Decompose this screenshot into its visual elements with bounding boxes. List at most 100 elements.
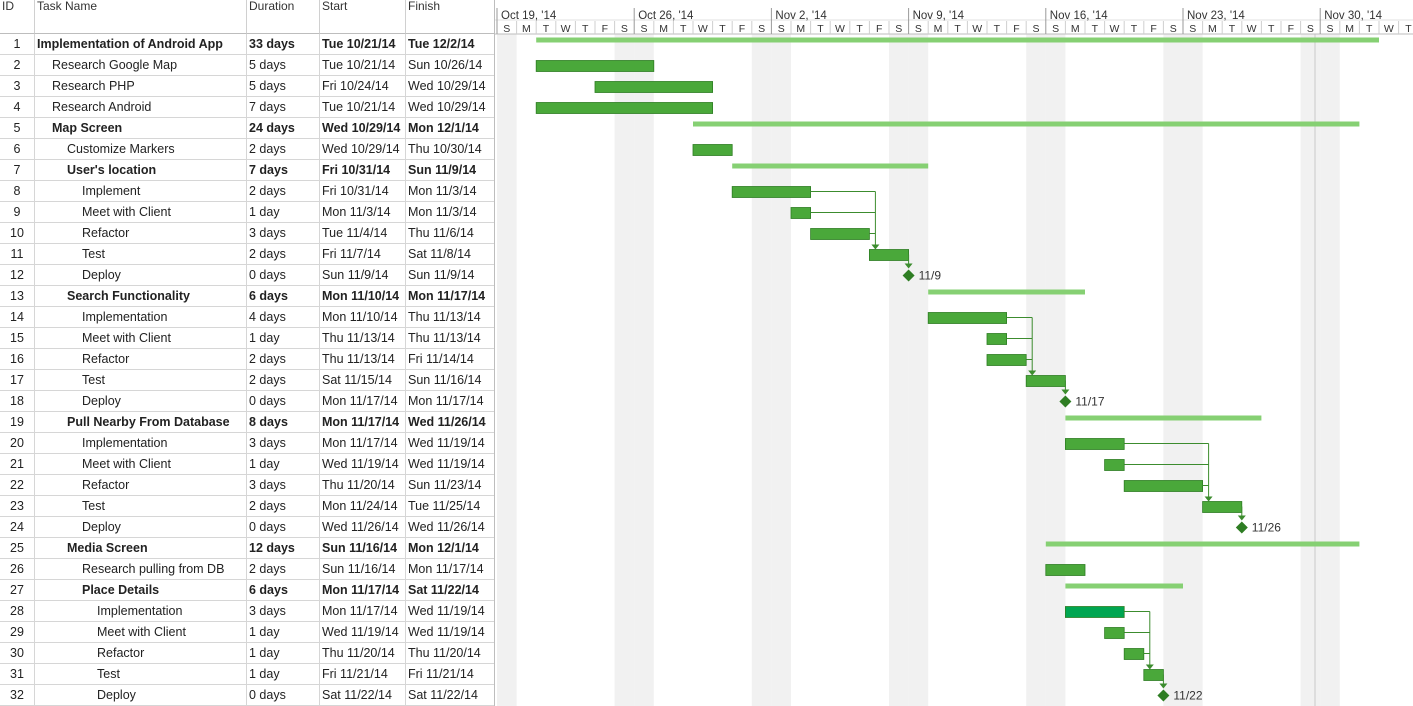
task-name-cell[interactable]: Pull Nearby From Database	[35, 412, 247, 432]
summary-bar[interactable]	[1045, 541, 1360, 547]
milestone-diamond[interactable]	[902, 269, 915, 282]
task-bar[interactable]	[1065, 438, 1125, 450]
task-finish-cell[interactable]: Thu 11/6/14	[408, 226, 474, 240]
task-id-cell[interactable]: 18	[0, 391, 35, 411]
task-bar[interactable]	[731, 186, 811, 198]
task-duration-cell[interactable]: 8 days	[247, 412, 320, 432]
task-finish-cell[interactable]: Fri 11/21/14	[408, 667, 474, 681]
task-duration-cell[interactable]: 2 days	[247, 349, 320, 369]
task-id-cell[interactable]: 32	[0, 685, 35, 705]
task-id-cell[interactable]: 10	[0, 223, 35, 243]
task-id-cell[interactable]: 15	[0, 328, 35, 348]
task-duration-cell[interactable]: 3 days	[247, 475, 320, 495]
task-start-cell[interactable]: Fri 10/31/14	[320, 160, 406, 180]
task-name-cell[interactable]: Implementation	[35, 433, 247, 453]
task-duration-cell[interactable]: 2 days	[247, 139, 320, 159]
task-duration-cell[interactable]: 0 days	[247, 391, 320, 411]
task-name-cell[interactable]: Research Google Map	[35, 55, 247, 75]
task-bar[interactable]	[1123, 648, 1145, 660]
task-start-cell[interactable]: Mon 11/24/14	[320, 496, 406, 516]
task-finish-cell[interactable]: Sun 11/16/14	[408, 373, 482, 387]
task-name-cell[interactable]: Test	[35, 244, 247, 264]
task-start-cell[interactable]: Mon 11/17/14	[320, 412, 406, 432]
task-finish-cell[interactable]: Mon 11/17/14	[408, 562, 484, 576]
task-finish-cell[interactable]: Sun 11/9/14	[408, 268, 475, 282]
task-id-cell[interactable]: 12	[0, 265, 35, 285]
task-name-cell[interactable]: Map Screen	[35, 118, 247, 138]
task-bar[interactable]	[1104, 459, 1125, 471]
task-start-cell[interactable]: Tue 11/4/14	[320, 223, 406, 243]
task-duration-cell[interactable]: 5 days	[247, 76, 320, 96]
task-id-cell[interactable]: 23	[0, 496, 35, 516]
task-name-cell[interactable]: Test	[35, 664, 247, 684]
task-id-cell[interactable]: 6	[0, 139, 35, 159]
task-duration-cell[interactable]: 4 days	[247, 307, 320, 327]
task-start-cell[interactable]: Mon 11/3/14	[320, 202, 406, 222]
task-duration-cell[interactable]: 0 days	[247, 265, 320, 285]
task-duration-cell[interactable]: 1 day	[247, 664, 320, 684]
task-duration-cell[interactable]: 1 day	[247, 643, 320, 663]
task-id-cell[interactable]: 31	[0, 664, 35, 684]
task-start-cell[interactable]: Fri 11/7/14	[320, 244, 406, 264]
task-bar[interactable]	[986, 354, 1027, 366]
summary-bar[interactable]	[693, 121, 1360, 127]
task-duration-cell[interactable]: 2 days	[247, 244, 320, 264]
task-duration-cell[interactable]: 1 day	[247, 328, 320, 348]
task-start-cell[interactable]: Thu 11/13/14	[320, 349, 406, 369]
task-duration-cell[interactable]: 0 days	[247, 685, 320, 705]
task-name-cell[interactable]: Meet with Client	[35, 454, 247, 474]
task-finish-cell[interactable]: Wed 10/29/14	[408, 79, 486, 93]
task-id-cell[interactable]: 16	[0, 349, 35, 369]
task-finish-cell[interactable]: Wed 11/19/14	[408, 436, 485, 450]
task-start-cell[interactable]: Fri 10/31/14	[320, 181, 406, 201]
task-finish-cell[interactable]: Wed 11/26/14	[408, 520, 485, 534]
task-start-cell[interactable]: Sat 11/22/14	[320, 685, 406, 705]
task-id-cell[interactable]: 26	[0, 559, 35, 579]
task-start-cell[interactable]: Fri 11/21/14	[320, 664, 406, 684]
task-finish-cell[interactable]: Mon 11/17/14	[408, 394, 484, 408]
task-finish-cell[interactable]: Sat 11/22/14	[408, 688, 478, 702]
task-name-cell[interactable]: Customize Markers	[35, 139, 247, 159]
task-finish-cell[interactable]: Fri 11/14/14	[408, 352, 474, 366]
task-id-cell[interactable]: 5	[0, 118, 35, 138]
task-id-cell[interactable]: 3	[0, 76, 35, 96]
task-id-cell[interactable]: 2	[0, 55, 35, 75]
task-duration-cell[interactable]: 3 days	[247, 433, 320, 453]
task-id-cell[interactable]: 20	[0, 433, 35, 453]
task-start-cell[interactable]: Thu 11/20/14	[320, 475, 406, 495]
task-finish-cell[interactable]: Mon 11/17/14	[408, 289, 486, 303]
task-name-cell[interactable]: Meet with Client	[35, 202, 247, 222]
task-bar[interactable]	[1104, 627, 1125, 639]
task-name-cell[interactable]: Deploy	[35, 391, 247, 411]
task-start-cell[interactable]: Mon 11/10/14	[320, 307, 406, 327]
task-id-cell[interactable]: 7	[0, 160, 35, 180]
task-start-cell[interactable]: Mon 11/17/14	[320, 391, 406, 411]
task-finish-cell[interactable]: Sun 10/26/14	[408, 58, 483, 72]
task-start-cell[interactable]: Thu 11/13/14	[320, 328, 406, 348]
task-id-cell[interactable]: 1	[0, 34, 35, 54]
task-id-cell[interactable]: 22	[0, 475, 35, 495]
task-start-cell[interactable]: Sun 11/16/14	[320, 538, 406, 558]
task-name-cell[interactable]: User's location	[35, 160, 247, 180]
task-id-cell[interactable]: 28	[0, 601, 35, 621]
task-start-cell[interactable]: Sat 11/15/14	[320, 370, 406, 390]
task-duration-cell[interactable]: 12 days	[247, 538, 320, 558]
task-duration-cell[interactable]: 2 days	[247, 181, 320, 201]
task-id-cell[interactable]: 25	[0, 538, 35, 558]
task-finish-cell[interactable]: Sun 11/9/14	[408, 163, 477, 177]
task-finish-cell[interactable]: Thu 11/20/14	[408, 646, 481, 660]
task-duration-cell[interactable]: 7 days	[247, 97, 320, 117]
task-duration-cell[interactable]: 0 days	[247, 517, 320, 537]
